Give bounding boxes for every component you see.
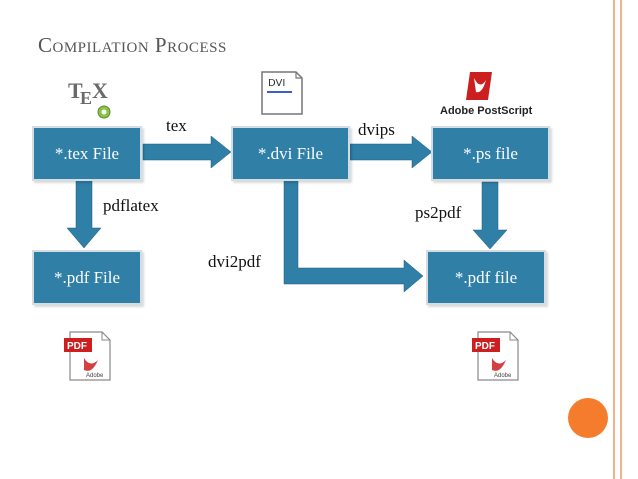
- pdf-file-icon: PDF Adobe: [470, 330, 522, 382]
- node-dvi-file: *.dvi File: [231, 126, 350, 181]
- arrow-ps-to-pdf: [472, 181, 508, 250]
- node-pdf-file-left: *.pdf File: [32, 250, 142, 305]
- edge-label-dvips: dvips: [358, 120, 395, 139]
- accent-dot: [568, 398, 608, 438]
- svg-text:DVI: DVI: [268, 78, 285, 89]
- arrow-tex-to-pdf: [66, 177, 102, 249]
- svg-text:Adobe PostScript: Adobe PostScript: [440, 105, 533, 117]
- adobe-postscript-icon: Adobe PostScript: [436, 70, 536, 120]
- edge-label-tex: tex: [166, 116, 187, 135]
- slide-border-line: [613, 0, 615, 479]
- svg-text:PDF: PDF: [67, 341, 87, 352]
- node-dvi-file-label: *.dvi File: [257, 143, 324, 163]
- node-ps-file: *.ps file: [431, 126, 550, 181]
- node-tex-file-label: *.tex File: [54, 143, 120, 163]
- svg-text:PDF: PDF: [475, 341, 495, 352]
- arrow-dvi-to-ps: [349, 135, 433, 169]
- svg-text:X: X: [92, 78, 108, 103]
- pdf-file-icon: PDF Adobe: [62, 330, 114, 382]
- node-pdf-file-right-label: *.pdf file: [454, 267, 518, 287]
- edge-label-ps2pdf: ps2pdf: [415, 203, 462, 222]
- node-tex-file: *.tex File: [32, 126, 142, 181]
- arrow-dvi-to-pdf: [283, 177, 424, 293]
- svg-text:Adobe: Adobe: [86, 373, 104, 379]
- slide-border-line: [620, 0, 622, 479]
- edge-label-dvi2pdf: dvi2pdf: [208, 252, 261, 271]
- node-ps-file-label: *.ps file: [463, 143, 518, 163]
- slide-title: Compilation Process: [38, 33, 227, 57]
- node-pdf-file-right: *.pdf file: [426, 250, 546, 305]
- arrow-tex-to-dvi: [142, 135, 232, 169]
- svg-text:E: E: [80, 88, 92, 108]
- svg-text:Adobe: Adobe: [494, 373, 512, 379]
- dvi-document-icon: DVI: [258, 70, 306, 116]
- node-pdf-file-left-label: *.pdf File: [53, 267, 121, 287]
- edge-label-pdflatex: pdflatex: [103, 196, 159, 215]
- tex-logo-icon: T E X: [66, 76, 116, 120]
- svg-text:T: T: [68, 78, 83, 103]
